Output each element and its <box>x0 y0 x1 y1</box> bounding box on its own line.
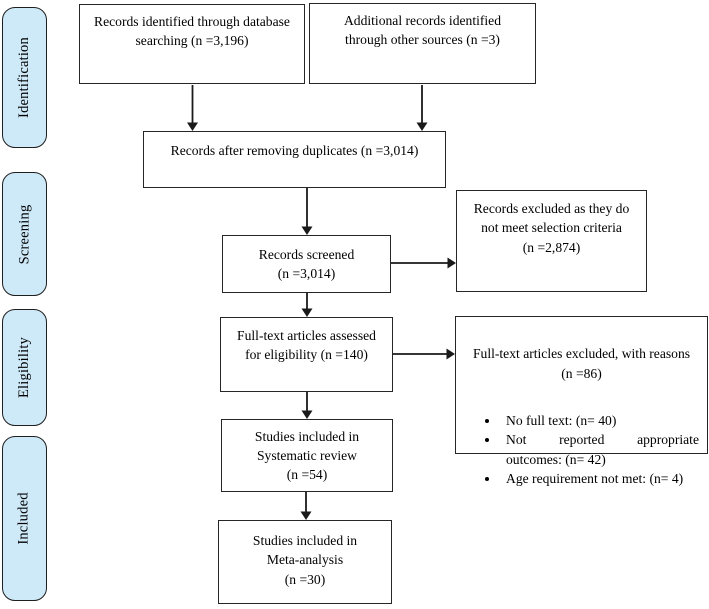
box-fulltext-assessed: Full-text articles assessed for eligibil… <box>220 317 393 392</box>
stage-included-label: Included <box>16 492 32 545</box>
fulltext-excluded-reason-list: No full text: (n= 40) Not reported appro… <box>456 411 707 488</box>
excluded-reason-item: Not reported appropriate outcomes: (n= 4… <box>500 430 699 469</box>
stage-screening: Screening <box>2 172 47 296</box>
box-studies-meta-analysis: Studies included in Meta-analysis (n =30… <box>218 520 392 604</box>
excluded-reason-item: No full text: (n= 40) <box>500 411 699 430</box>
fulltext-excluded-header: Full-text articles excluded, with reason… <box>472 346 691 381</box>
stage-included: Included <box>2 436 47 601</box>
box-records-after-duplicates-removed: Records after removing duplicates (n =3,… <box>143 131 446 188</box>
arrow-fulltext-to-ft-excluded <box>393 348 455 360</box>
stage-identification: Identification <box>2 7 47 148</box>
box-records-screened: Records screened (n =3,014) <box>222 235 391 293</box>
box-studies-systematic-review: Studies included in Systematic review (n… <box>221 419 393 492</box>
stage-identification-label: Identification <box>16 37 33 118</box>
arrow-screened-to-fulltext <box>301 293 313 317</box>
stage-eligibility-label: Eligibility <box>16 336 33 399</box>
arrow-other-sources-to-duplicates <box>416 85 428 131</box>
box-records-identified-database: Records identified through database sear… <box>79 4 305 84</box>
box-fulltext-excluded: Full-text articles excluded, with reason… <box>455 316 708 486</box>
arrow-duplicates-to-screened <box>301 188 313 235</box>
excluded-reason-item: Age requirement not met: (n= 4) <box>500 469 699 488</box>
box-additional-records-other-sources: Additional records identified through ot… <box>309 3 536 84</box>
arrow-screened-to-excluded <box>391 257 456 269</box>
arrow-systematic-to-meta <box>300 492 312 520</box>
stage-eligibility: Eligibility <box>2 309 47 426</box>
stage-screening-label: Screening <box>16 204 32 264</box>
arrow-database-to-duplicates <box>187 85 198 131</box>
arrow-fulltext-to-systematic <box>301 392 313 419</box>
box-records-excluded: Records excluded as they do not meet sel… <box>456 190 647 292</box>
